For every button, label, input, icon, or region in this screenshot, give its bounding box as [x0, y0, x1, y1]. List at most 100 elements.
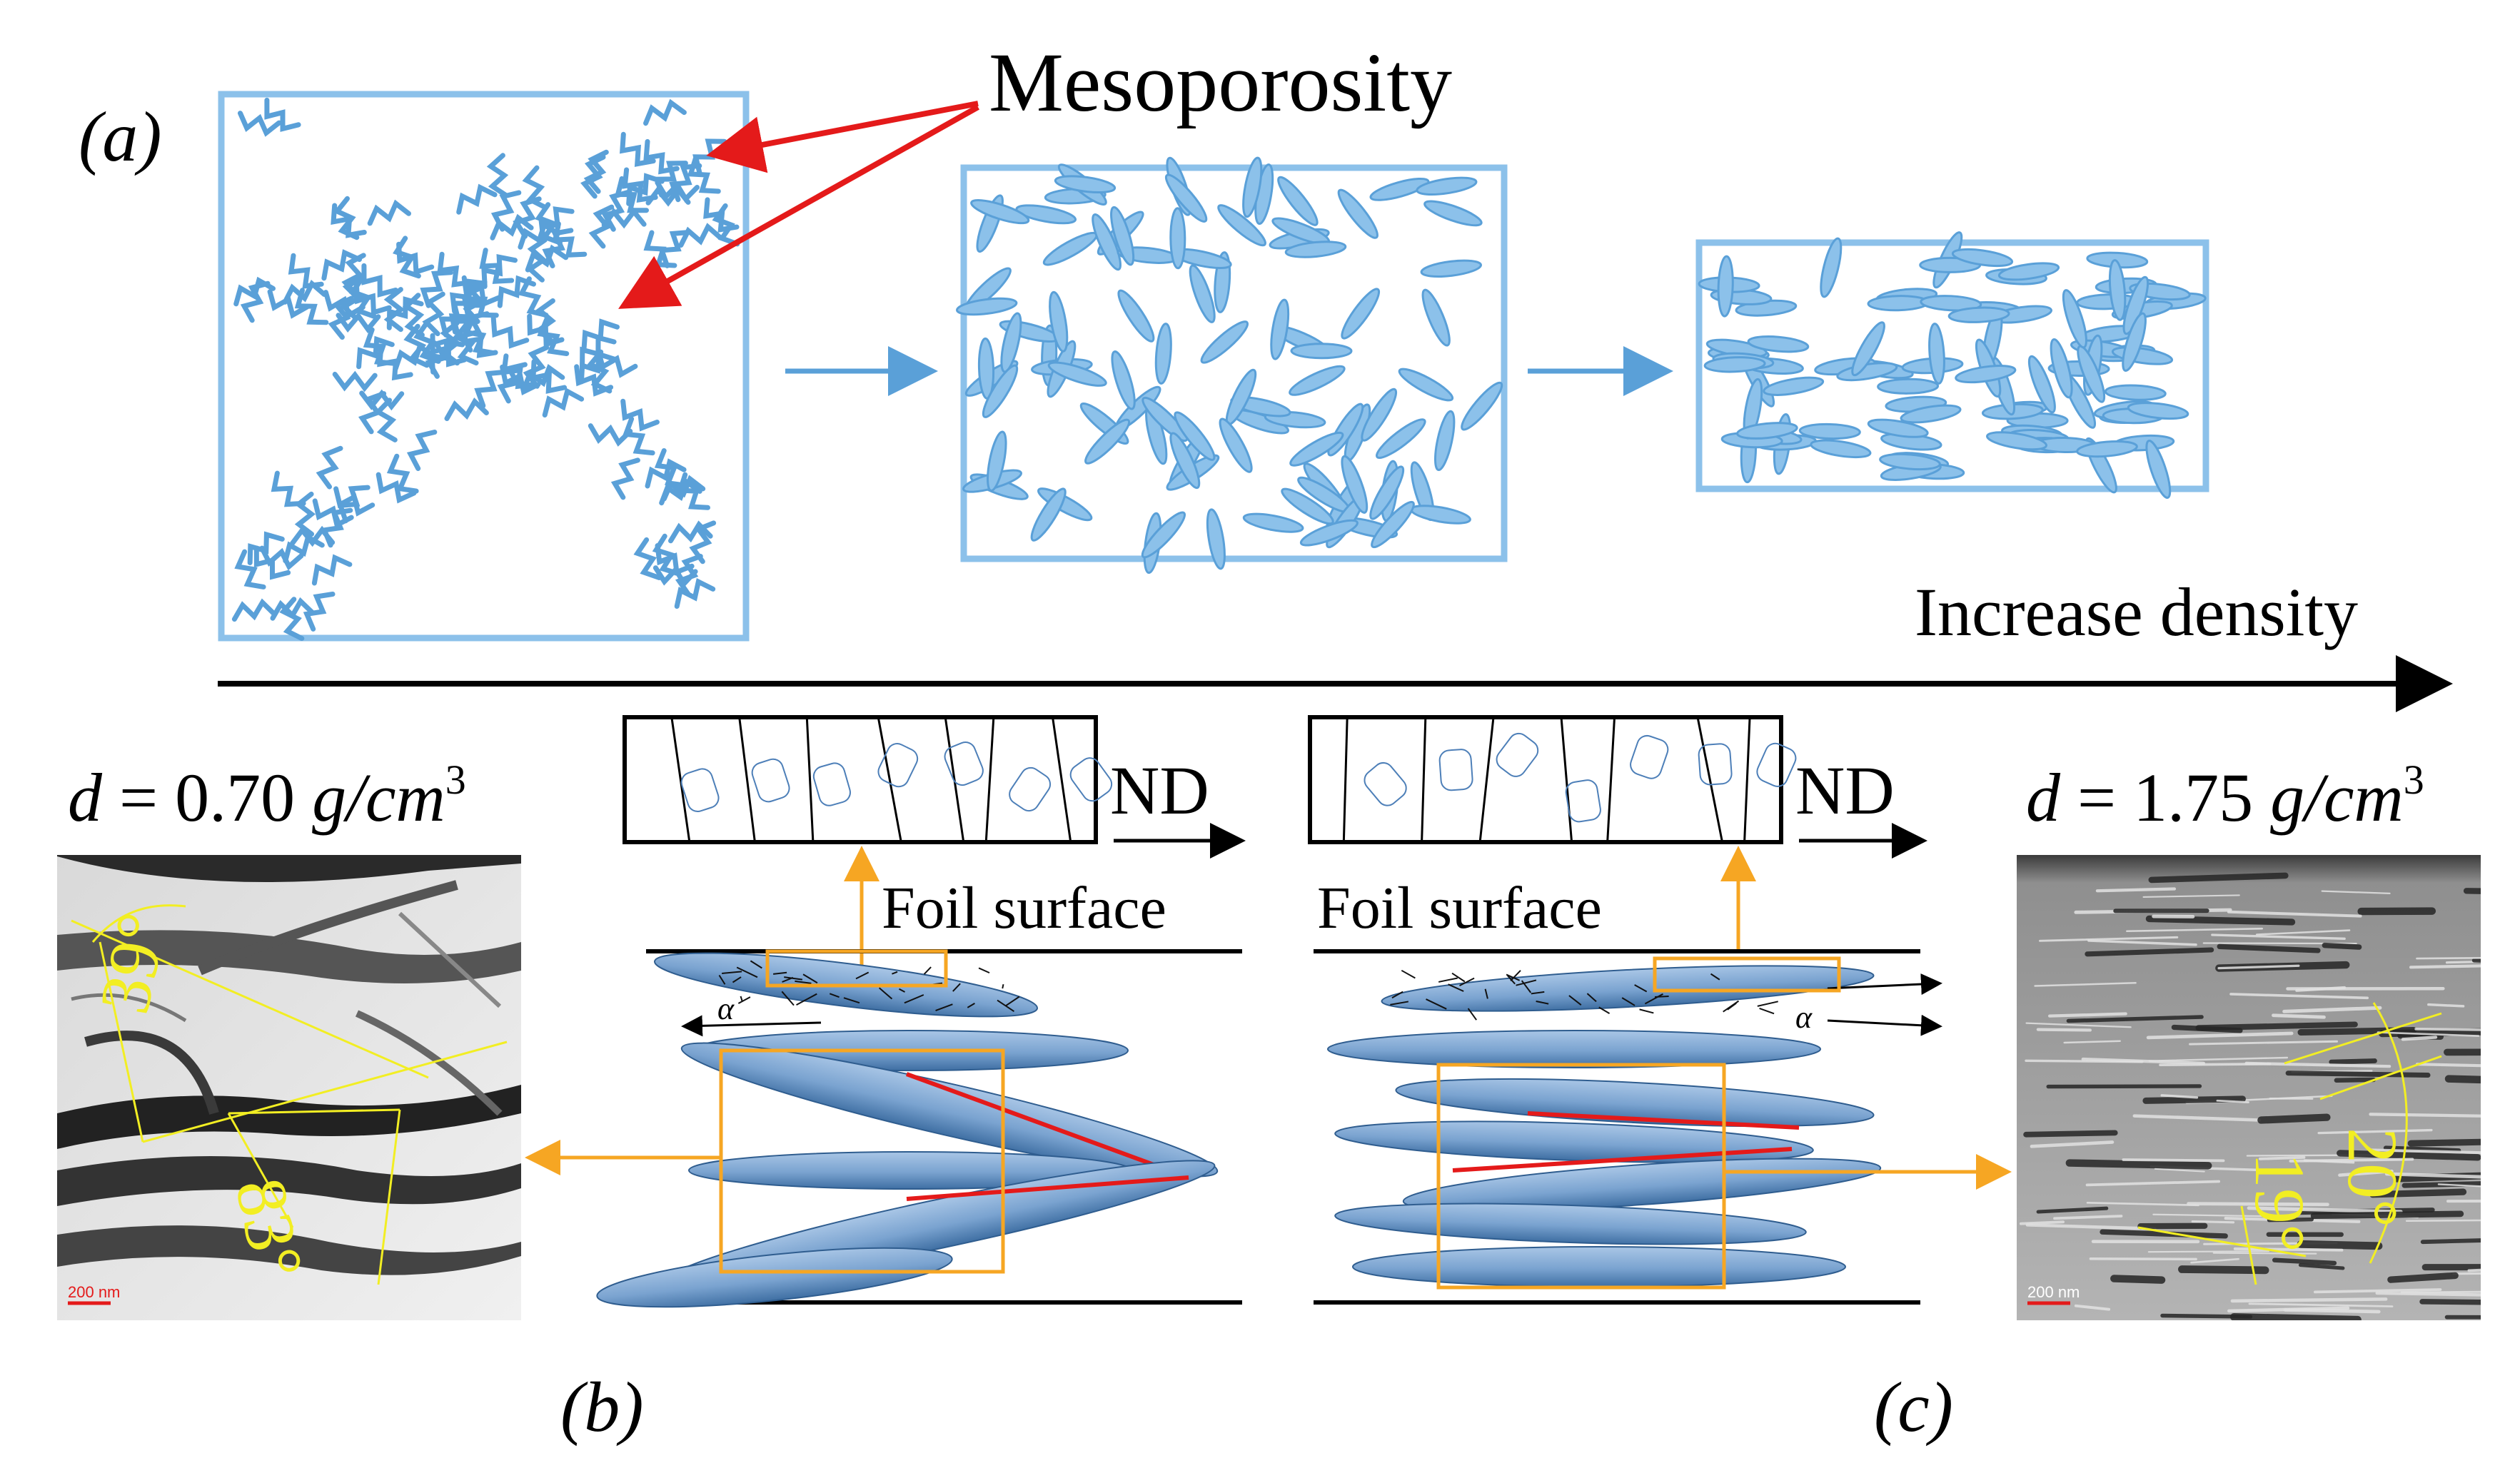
crack: [1531, 991, 1545, 995]
flake-ellipse: [1341, 288, 1381, 340]
sem-streak: [2401, 1036, 2438, 1041]
crack: [1536, 1000, 1549, 1005]
grain-boundary: [805, 717, 815, 843]
flake-ellipse: [1341, 455, 1369, 514]
wavy-flake: [500, 364, 541, 396]
flake-ellipse: [2076, 440, 2138, 458]
grain-boundary: [1560, 717, 1573, 843]
sem-streak: [2132, 1114, 2261, 1122]
wavy-flake: [270, 597, 315, 621]
sem-streak: [2160, 1094, 2199, 1099]
sem-streak: [2247, 1206, 2403, 1214]
crack: [1598, 1006, 1611, 1014]
wavy-flake: [294, 288, 329, 325]
crack: [843, 997, 860, 1004]
sem-streak: [2110, 1275, 2166, 1284]
wavy-flake: [620, 131, 656, 167]
sem-streak: [2314, 1288, 2442, 1294]
flake-ellipse: [1169, 207, 1186, 270]
wavy-flake: [406, 430, 438, 471]
wavy-flake: [420, 270, 453, 308]
sem-streak: [2471, 958, 2481, 963]
zoom-box-right-main: [1436, 1063, 1726, 1290]
density-left-label: d = 0.70 g/cm3: [68, 756, 466, 836]
flake-ellipse: [1416, 176, 1478, 196]
crack: [1506, 973, 1521, 981]
sem-streak: [2297, 1026, 2417, 1036]
sem-streak: [2025, 1059, 2144, 1063]
flake-ellipse: [1054, 175, 1117, 194]
sem-streak: [2303, 1159, 2355, 1164]
sem-streak: [2322, 942, 2362, 950]
wavy-flake: [359, 389, 405, 411]
sem-streak: [2384, 1172, 2481, 1179]
flake-ellipse: [1900, 404, 1962, 424]
wavy-flake: [430, 333, 467, 368]
crack: [784, 976, 803, 981]
crack: [1390, 1001, 1409, 1006]
stacked-flake: [1352, 1246, 1846, 1287]
crack: [1759, 1008, 1775, 1015]
sem-streak: [2229, 1313, 2362, 1320]
wavy-flake: [247, 531, 285, 565]
sem-streak: [2217, 964, 2300, 970]
wavy-flake: [497, 275, 536, 308]
flake-ellipse: [1030, 487, 1067, 542]
sem-angle-20: 20°: [2333, 1128, 2412, 1227]
sem-streak: [2255, 929, 2351, 936]
sem-streak: [2452, 1272, 2481, 1275]
sem-streak: [2066, 1015, 2204, 1023]
partially-aligned-box: [956, 156, 1508, 574]
flake-ellipse: [1376, 418, 1426, 459]
wavy-flake: [331, 203, 367, 238]
sem-streak: [2227, 910, 2362, 918]
wavy-flake: [678, 223, 723, 248]
flake-ellipse: [1281, 487, 1334, 525]
flake-ellipse: [1242, 156, 1263, 218]
wavy-flake: [437, 251, 473, 288]
crack: [1451, 972, 1466, 983]
flake-ellipse: [1174, 411, 1216, 461]
sem-streak: [2019, 1220, 2065, 1225]
flake-ellipse: [1141, 396, 1189, 442]
wavy-flake: [521, 364, 565, 392]
crystallite: [751, 758, 790, 803]
flake-ellipse: [1289, 431, 1344, 467]
wavy-flake: [321, 249, 362, 281]
sem-streak: [2053, 1215, 2123, 1220]
wavy-flake: [233, 276, 276, 307]
flake-ellipse: [2122, 275, 2149, 335]
flake-ellipse: [1289, 365, 1346, 396]
wavy-flake: [655, 543, 695, 576]
foil-surface-label-right: Foil surface: [1317, 875, 1602, 941]
flake-ellipse: [1398, 368, 1454, 402]
sem-streak: [2195, 1021, 2358, 1031]
flake-ellipse: [1736, 422, 1798, 440]
stacked-flake: [1381, 965, 1875, 1012]
flake-ellipse: [1410, 505, 1471, 525]
tem-scalebar-label: 200 nm: [68, 1283, 120, 1301]
wavy-flake: [337, 485, 371, 524]
wavy-flake: [316, 445, 343, 490]
wavy-flake: [654, 161, 688, 198]
wavy-flake: [383, 287, 405, 333]
wavy-flake: [580, 154, 606, 199]
increase-density-label: Increase density: [1915, 574, 2358, 650]
sem-streak: [2285, 1070, 2431, 1078]
flake-ellipse: [1877, 378, 1940, 395]
panel-label-c: (c): [1874, 1367, 1953, 1447]
wavy-flake: [712, 203, 740, 247]
sem-streak: [2463, 888, 2481, 894]
wavy-flake: [490, 190, 522, 232]
crack: [878, 987, 893, 1000]
sem-streak: [2257, 1113, 2331, 1124]
stacked-flake: [596, 1247, 953, 1308]
sem-streak: [2387, 1272, 2459, 1283]
flake-ellipse: [1867, 295, 1930, 312]
disordered-flake-box: [218, 91, 750, 642]
flake-ellipse: [1361, 388, 1398, 442]
sem-streak: [2369, 1113, 2481, 1118]
sem-streak: [2409, 964, 2481, 969]
sem-streak: [2081, 1057, 2206, 1065]
